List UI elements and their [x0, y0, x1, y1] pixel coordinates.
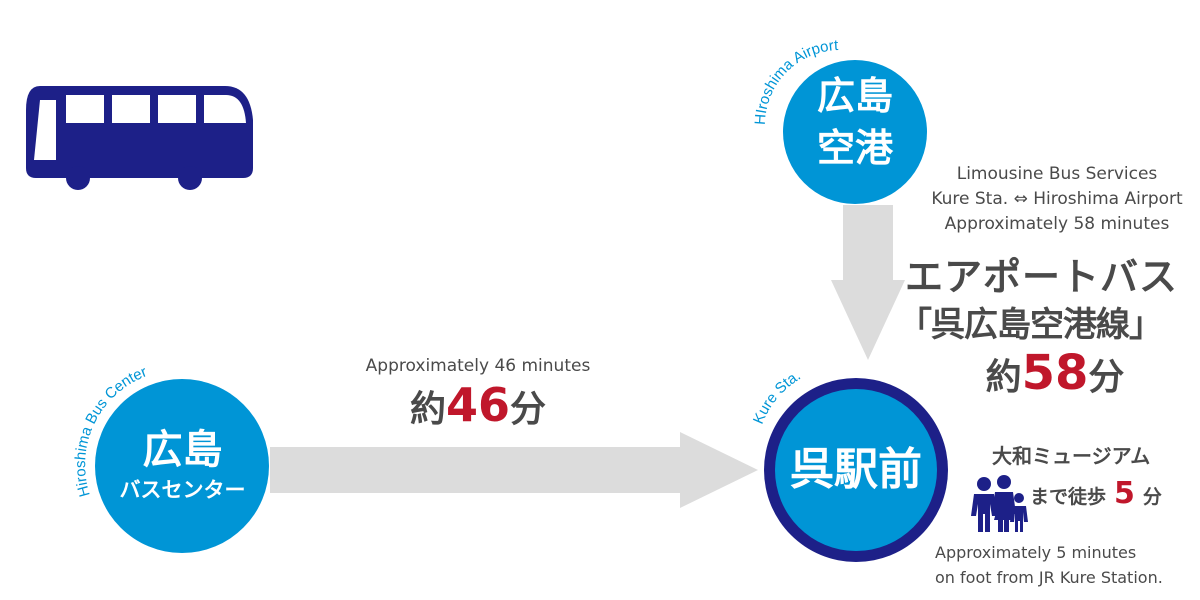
walk-en-line1: Approximately 5 minutes — [935, 543, 1137, 562]
kure-name-jp: 呉駅前 — [790, 444, 922, 495]
walk-en: Approximately 5 minutes on foot from JR … — [935, 540, 1163, 590]
walk-suffix: 分 — [1142, 486, 1162, 508]
route-58-suffix: 分 — [1088, 357, 1125, 398]
arrow-bus-center-to-kure — [270, 432, 758, 508]
route-58-en-line3: Approximately 58 minutes — [944, 214, 1170, 234]
route-58-en: Limousine Bus Services Kure Sta. ⇔ Hiros… — [912, 162, 1200, 237]
route-46-minutes: 46 — [445, 378, 510, 432]
walk-prefix: まで徒歩 — [1030, 486, 1107, 508]
route-46-en: Approximately 46 minutes — [365, 356, 591, 376]
airport-node-circle[interactable] — [783, 60, 927, 204]
route-46-suffix: 分 — [510, 389, 547, 430]
route-58-prefix: 約 — [985, 357, 1022, 398]
route-58-en-line1: Limousine Bus Services — [956, 164, 1158, 184]
walk-en-line2: on foot from JR Kure Station. — [935, 568, 1163, 587]
route-58-jp-line2: 「呉広島空港線」 — [898, 305, 1163, 345]
route-58-jp-time: 約58分 — [955, 345, 1155, 401]
airport-name-line1: 広島 — [816, 74, 893, 118]
bus-center-node-circle[interactable] — [95, 379, 269, 553]
bus-center-name-jp: 広島 バスセンター — [95, 425, 270, 505]
route-58-jp-line1: エアポートバス — [905, 255, 1179, 299]
route-46-prefix: 約 — [409, 389, 446, 430]
airport-name-line2: 空港 — [816, 126, 893, 170]
walking-family-icon — [971, 475, 1028, 532]
arrow-airport-to-kure — [831, 205, 905, 360]
walk-minutes: 5 — [1114, 476, 1135, 511]
route-58-en-line2: Kure Sta. ⇔ Hiroshima Airport — [931, 189, 1183, 209]
walk-destination-jp: 大和ミュージアム — [992, 444, 1151, 468]
bus-center-name-line2: バスセンター — [119, 478, 246, 502]
route-58-minutes: 58 — [1021, 345, 1089, 401]
kure-node-inner — [775, 389, 937, 551]
route-46-jp: 約46分 — [378, 378, 578, 432]
bus-center-name-line1: 広島 — [142, 427, 223, 473]
bus-icon — [26, 86, 253, 190]
airport-name-jp: 広島 空港 — [795, 70, 915, 174]
